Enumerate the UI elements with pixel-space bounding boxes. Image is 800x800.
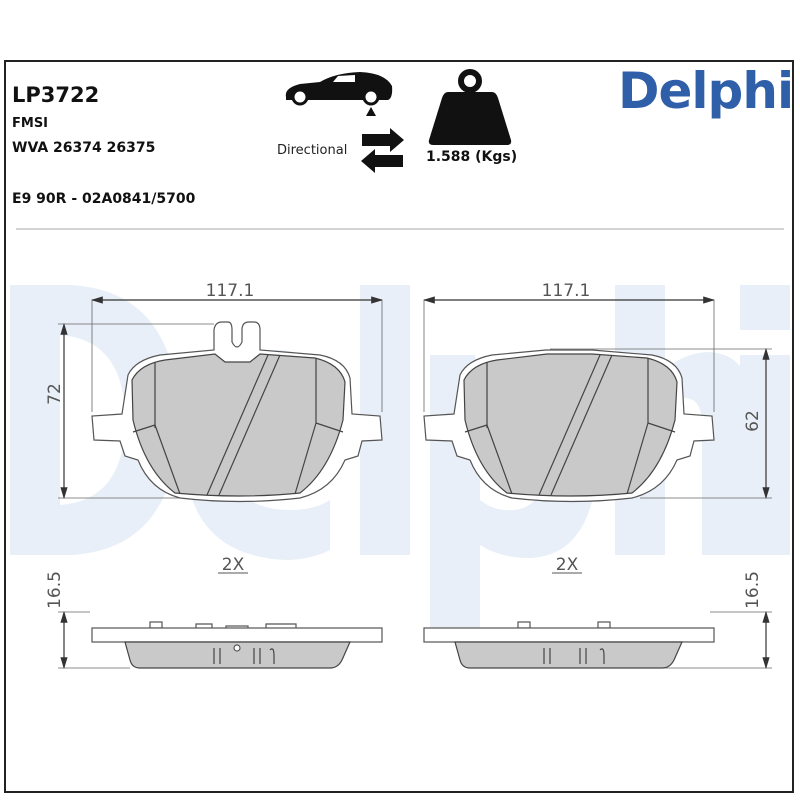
car-rear-axle-icon (285, 72, 393, 116)
left-thickness-dimension: 16.5 (45, 571, 65, 609)
part-number: LP3722 (12, 83, 100, 107)
right-quantity: 2X (556, 555, 579, 575)
weight-value: 1.588 (Kgs) (426, 149, 518, 165)
left-width-dimension: 117.1 (206, 281, 255, 301)
directional-label: Directional (277, 143, 348, 158)
weight-icon (428, 69, 512, 145)
left-quantity: 2X (222, 555, 245, 575)
right-width-dimension: 117.1 (542, 281, 591, 301)
right-pad-front-view (422, 296, 772, 503)
approval-number: E9 90R - 02A0841/5700 (12, 191, 196, 207)
wva-numbers: WVA 26374 26375 (12, 140, 156, 156)
left-height-dimension: 72 (45, 383, 65, 405)
directional-arrows-icon (361, 128, 404, 173)
left-pad-front-view (58, 296, 384, 503)
drawing-frame (4, 60, 794, 793)
fmsi-label: FMSI (12, 116, 49, 131)
right-pad-side-view (423, 610, 772, 670)
delphi-logo: Delphi (618, 62, 794, 120)
right-height-dimension: 62 (743, 410, 763, 432)
right-thickness-dimension: 16.5 (743, 571, 763, 609)
left-pad-side-view (58, 610, 383, 670)
